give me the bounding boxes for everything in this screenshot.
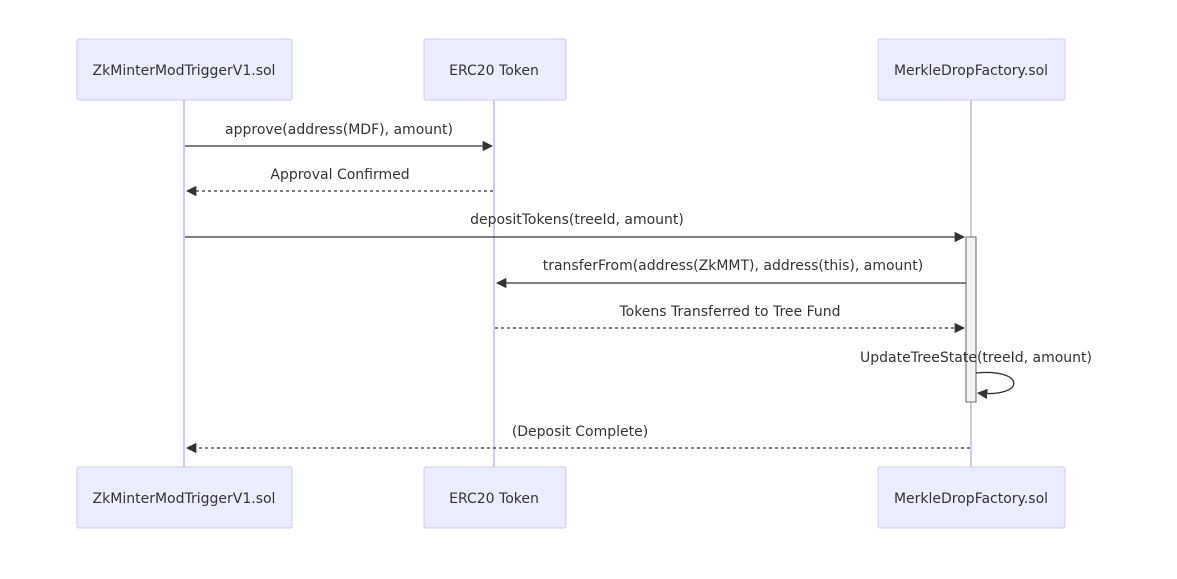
message-deposit-complete: (Deposit Complete): [185, 424, 970, 454]
message-approve: approve(address(MDF), amount): [185, 122, 494, 152]
message-deposit-tokens: depositTokens(treeId, amount): [185, 212, 966, 243]
message-label: (Deposit Complete): [512, 424, 648, 440]
message-label: Approval Confirmed: [270, 167, 409, 183]
activation-bar-mdf: [965, 236, 977, 403]
actor-label: ZkMinterModTriggerV1.sol: [93, 63, 276, 79]
message-update-tree-state: UpdateTreeState(treeId, amount): [860, 350, 1092, 400]
actor-bottom-mdf: MerkleDropFactory.sol: [877, 466, 1066, 529]
actor-top-zkmmt: ZkMinterModTriggerV1.sol: [76, 38, 293, 101]
actor-bottom-zkmmt: ZkMinterModTriggerV1.sol: [76, 466, 293, 529]
message-label: approve(address(MDF), amount): [225, 122, 453, 138]
message-tokens-transferred: Tokens Transferred to Tree Fund: [495, 304, 966, 334]
message-transfer-from: transferFrom(address(ZkMMT), address(thi…: [495, 258, 966, 289]
actor-label: ZkMinterModTriggerV1.sol: [93, 491, 276, 507]
message-label: Tokens Transferred to Tree Fund: [618, 304, 840, 320]
message-label: depositTokens(treeId, amount): [470, 212, 684, 228]
actor-bottom-erc20: ERC20 Token: [423, 466, 567, 529]
message-approval-confirmed: Approval Confirmed: [185, 167, 493, 197]
actor-label: ERC20 Token: [449, 491, 539, 507]
actor-top-mdf: MerkleDropFactory.sol: [877, 38, 1066, 101]
message-label: UpdateTreeState(treeId, amount): [860, 350, 1092, 366]
actor-top-erc20: ERC20 Token: [423, 38, 567, 101]
message-arrow: [975, 371, 1015, 400]
actor-label: MerkleDropFactory.sol: [894, 491, 1048, 507]
message-label: transferFrom(address(ZkMMT), address(thi…: [543, 258, 924, 274]
actor-label: ERC20 Token: [449, 63, 539, 79]
actor-label: MerkleDropFactory.sol: [894, 63, 1048, 79]
